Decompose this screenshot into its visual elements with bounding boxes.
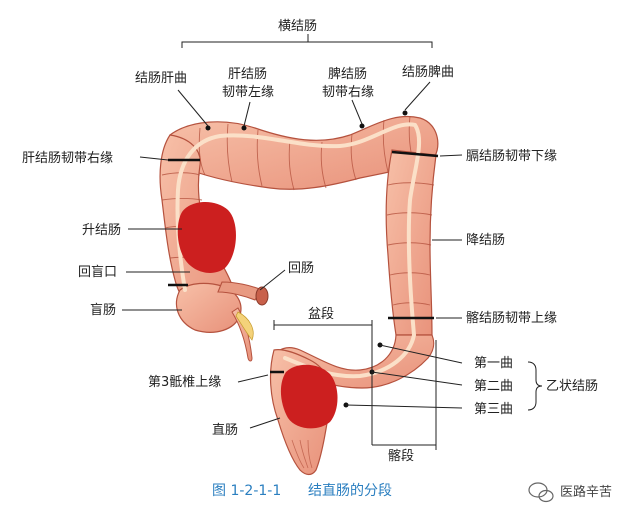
label-second-bend: 第二曲 — [474, 379, 513, 394]
label-phrenicocolic-lower: 膈结肠韧带下缘 — [466, 149, 557, 164]
figure-number: 图 1-2-1-1 — [212, 483, 281, 499]
watermark-text: 医路辛苦 — [560, 484, 612, 500]
wechat-icon — [528, 482, 554, 503]
label-iliac-segment: 髂段 — [388, 448, 414, 464]
label-transverse-colon: 横结肠 — [278, 19, 317, 34]
label-third-bend: 第三曲 — [474, 402, 513, 417]
ascending-colon-lesion — [177, 201, 236, 273]
label-s3-upper: 第3骶椎上缘 — [148, 375, 221, 390]
label-ascending-colon: 升结肠 — [82, 223, 121, 238]
label-cecum: 盲肠 — [90, 302, 116, 318]
label-splenocolic-right-2: 韧带右缘 — [322, 85, 374, 100]
figure-title: 结直肠的分段 — [308, 482, 392, 499]
rectal-lesion — [280, 364, 338, 429]
label-pelvic-segment: 盆段 — [308, 307, 334, 322]
label-hepatocolic-left-2: 韧带左缘 — [222, 85, 274, 100]
ileum-end — [255, 286, 269, 306]
label-hepatocolic-right: 肝结肠韧带右缘 — [22, 151, 113, 166]
label-iliocolic-upper: 髂结肠韧带上缘 — [466, 310, 557, 326]
mesoappendix — [235, 311, 254, 341]
label-sigmoid-colon: 乙状结肠 — [546, 379, 598, 394]
colon-illustration — [159, 115, 439, 476]
label-hepatocolic-left-1: 肝结肠 — [228, 67, 267, 82]
label-splenic-flexure: 结肠脾曲 — [402, 65, 454, 80]
label-descending-colon: 降结肠 — [466, 233, 505, 248]
label-first-bend: 第一曲 — [474, 356, 513, 371]
segment-boundaries — [168, 150, 439, 374]
taenia-band — [175, 122, 422, 379]
label-ileocecal-valve: 回盲口 — [78, 264, 117, 280]
leader-lines — [122, 34, 543, 450]
label-ileum: 回肠 — [288, 261, 314, 276]
label-hepatic-flexure: 结肠肝曲 — [135, 71, 187, 86]
label-rectum: 直肠 — [212, 423, 238, 438]
label-splenocolic-right-1: 脾结肠 — [328, 67, 367, 82]
